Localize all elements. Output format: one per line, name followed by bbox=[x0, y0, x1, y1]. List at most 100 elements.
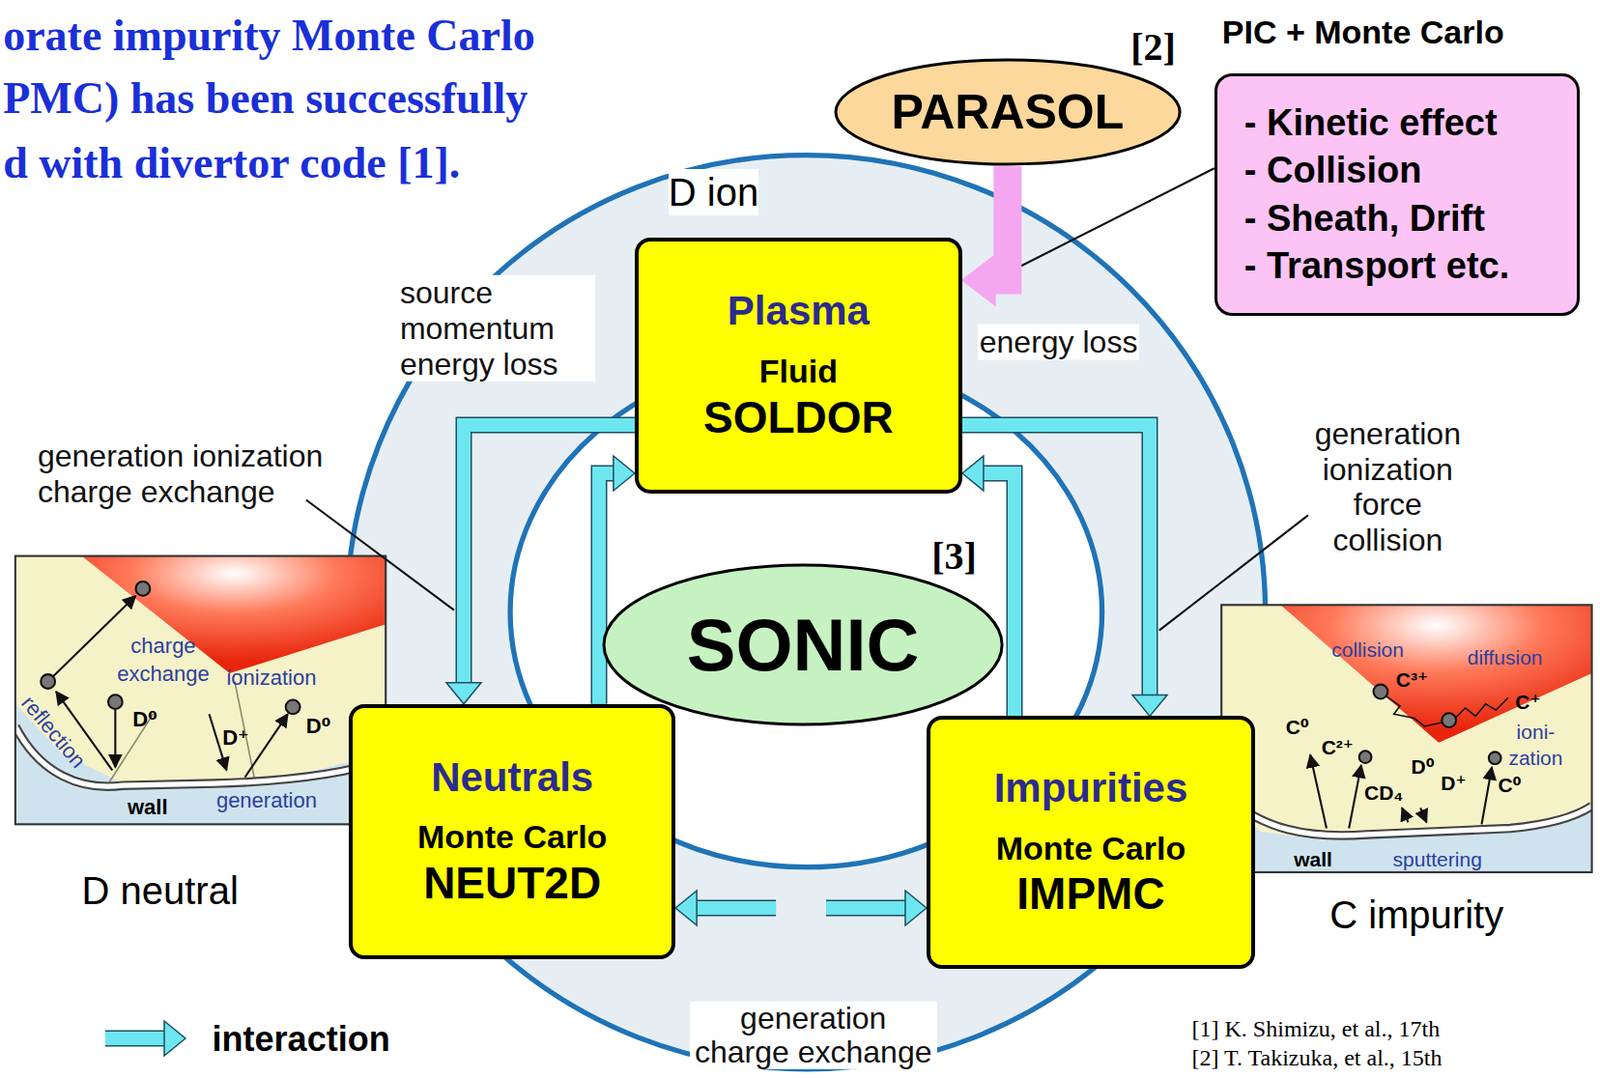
arrow-shaft bbox=[994, 166, 1008, 281]
headline-text: d with divertor code [1]. bbox=[2, 136, 460, 190]
ellipse-outline bbox=[603, 565, 1002, 725]
reference-note: [2] T. Takizuka, et al., 15th bbox=[1192, 1044, 1443, 1073]
illustration-label: diffusion bbox=[1467, 646, 1543, 671]
node-text: - Sheath, Drift bbox=[1244, 195, 1486, 243]
node-text: - Kinetic effect bbox=[1244, 99, 1498, 147]
illustration-label: sputtering bbox=[1393, 848, 1483, 873]
illustration-label: wall bbox=[127, 795, 169, 821]
impurity-illustration bbox=[1310, 755, 1327, 829]
illustration-label: D⁰ bbox=[306, 714, 332, 740]
illustration-label: collision bbox=[1331, 637, 1404, 662]
edge-label: source momentum energy loss bbox=[398, 275, 596, 382]
headline-text: PMC) has been successfully bbox=[2, 72, 528, 126]
neutral-illustration bbox=[15, 556, 386, 826]
node-title: Plasma bbox=[727, 286, 870, 336]
arrow-outline bbox=[982, 473, 1015, 716]
node-content: SONIC bbox=[601, 563, 1004, 727]
node-title: Impurities bbox=[994, 764, 1189, 813]
sonic-ring bbox=[346, 155, 1266, 1070]
illustration-label: ionization bbox=[226, 665, 316, 691]
headline-text: orate impurity Monte Carlo bbox=[2, 8, 536, 62]
part-label: D ion bbox=[668, 169, 759, 216]
code-box: NeutralsMonte CarloNEUT2D bbox=[348, 704, 676, 960]
neutral-illustration bbox=[81, 556, 386, 674]
interaction-arrow bbox=[675, 890, 927, 926]
arrow-head bbox=[962, 456, 984, 491]
arrow-head bbox=[164, 1021, 186, 1057]
legend-text: interaction bbox=[212, 1018, 391, 1060]
arrow-head bbox=[1132, 694, 1168, 716]
arrow-head bbox=[675, 890, 697, 926]
impurity-illustration bbox=[1385, 695, 1443, 727]
node-title: Neutrals bbox=[430, 753, 594, 802]
interaction-arrow bbox=[446, 425, 635, 705]
neutral-illustration bbox=[114, 710, 116, 768]
illustration-label: CD₄ bbox=[1364, 780, 1403, 805]
neutral-illustration bbox=[40, 674, 56, 689]
feature-box: - Kinetic effect- Collision- Sheath, Dri… bbox=[1214, 73, 1580, 316]
ellipse-outline bbox=[835, 59, 1180, 165]
interaction-arrow bbox=[962, 425, 1168, 716]
illustration-label: D⁺ bbox=[1440, 771, 1466, 797]
node-text: Fluid bbox=[759, 351, 838, 392]
interaction-arrow bbox=[962, 166, 1008, 306]
code-box: ImpuritiesMonte CarloIMPMC bbox=[926, 715, 1256, 970]
neutral-illustration bbox=[15, 556, 386, 785]
part-label: [3] bbox=[931, 533, 977, 580]
node-heading: PIC + Monte Carlo bbox=[1222, 10, 1505, 54]
legend-arrow bbox=[105, 1021, 186, 1057]
arrow-shaft bbox=[695, 901, 907, 915]
illustration-label: ioni- zation bbox=[1508, 718, 1563, 772]
node-content: PARASOL bbox=[833, 57, 1182, 167]
neutral-illustration bbox=[107, 681, 256, 786]
program-ellipse: PARASOL bbox=[833, 57, 1182, 167]
illustration-label: D⁰ bbox=[1411, 755, 1435, 780]
node-text: SOLDOR bbox=[703, 391, 894, 445]
system-ellipse: SONIC bbox=[601, 563, 1004, 727]
node-content: - Kinetic effect- Collision- Sheath, Dri… bbox=[1217, 76, 1577, 314]
node-text: NEUT2D bbox=[423, 857, 601, 911]
impurity-illustration bbox=[1481, 767, 1492, 825]
legend-row: interaction bbox=[102, 1017, 391, 1060]
part-label: D neutral bbox=[81, 867, 238, 915]
illustration-label: C²⁺ bbox=[1321, 736, 1354, 761]
edge-label: generation ionization charge exchange bbox=[35, 438, 340, 511]
neutral-illustration bbox=[244, 714, 287, 777]
impurity-illustration bbox=[1221, 604, 1592, 839]
node-text: - Collision bbox=[1244, 146, 1423, 195]
node-text: Monte Carlo bbox=[996, 828, 1186, 869]
impurity-illustration bbox=[1401, 807, 1408, 823]
part-label: [2] bbox=[1130, 24, 1176, 71]
node-text: Monte Carlo bbox=[417, 817, 607, 858]
impurity-illustration bbox=[1488, 751, 1502, 765]
arrow-head bbox=[962, 255, 996, 306]
node-title: PARASOL bbox=[891, 83, 1125, 142]
impurity-illustration bbox=[1359, 750, 1372, 764]
impurity-illustration bbox=[1455, 697, 1509, 718]
arrow-shaft bbox=[105, 1031, 166, 1046]
node-content: PlasmaFluidSOLDOR bbox=[638, 241, 959, 490]
node-content: ImpuritiesMonte CarloIMPMC bbox=[930, 719, 1252, 966]
impurity-illustration bbox=[1441, 713, 1457, 728]
neutral-illustration bbox=[15, 556, 386, 826]
impurity-illustration bbox=[1221, 604, 1592, 873]
node-title: SONIC bbox=[686, 600, 920, 689]
neutral-illustration bbox=[135, 581, 150, 597]
node-content: NeutralsMonte CarloNEUT2D bbox=[352, 708, 672, 956]
impurity-illustration bbox=[1221, 604, 1592, 873]
edge-label: generation charge exchange bbox=[689, 1001, 938, 1070]
impurity-illustration bbox=[1221, 790, 1592, 835]
edge-label: energy loss bbox=[977, 323, 1141, 360]
impurity-illustration bbox=[1373, 685, 1389, 700]
illustration-label: charge exchange bbox=[116, 633, 209, 689]
node-text: - Transport etc. bbox=[1244, 242, 1511, 290]
illustration-label: D⁺ bbox=[222, 724, 250, 750]
illustration-label: C³⁺ bbox=[1396, 668, 1429, 693]
arrow-outline bbox=[994, 166, 1008, 281]
arrow-head bbox=[613, 456, 635, 491]
legend-sample bbox=[102, 1017, 192, 1060]
neutral-illustration bbox=[285, 699, 301, 715]
illustration-label: C⁰ bbox=[1285, 714, 1310, 740]
neutral-illustration bbox=[15, 556, 386, 788]
arrow-outline bbox=[695, 900, 907, 917]
